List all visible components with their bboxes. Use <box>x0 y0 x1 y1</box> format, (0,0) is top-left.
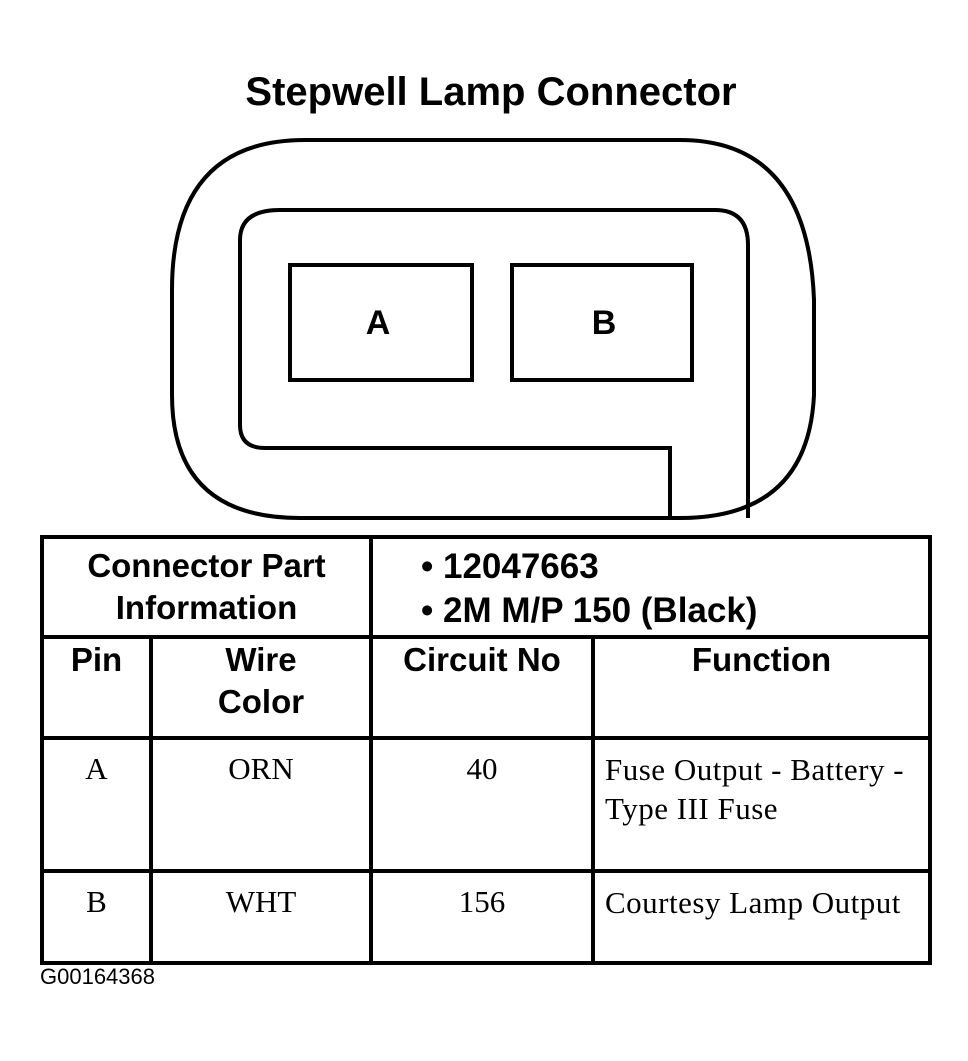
part-info-label-line1: Connector Part <box>87 547 326 584</box>
header-function: Function <box>591 635 932 740</box>
part-info-row: Connector Part Information • 12047663 • … <box>40 534 932 640</box>
row-b-wire-color: WHT <box>149 868 373 966</box>
row-a-function: Fuse Output - Battery - Type III Fuse <box>591 735 932 873</box>
part-info-label-cell: Connector Part Information <box>40 534 373 640</box>
connector-inner-shell <box>238 208 750 518</box>
header-circuit-no-label: Circuit No <box>403 641 561 679</box>
part-numbers-cell: • 12047663 • 2M M/P 150 (Black) <box>369 534 932 640</box>
connector-drawing: A B <box>170 138 816 520</box>
header-row: Pin Wire Color Circuit No Function <box>40 635 932 740</box>
table-row: B WHT 156 Courtesy Lamp Output <box>40 868 932 966</box>
part-number-1: • 12047663 <box>421 547 599 586</box>
row-a-circuit-no: 40 <box>369 735 595 873</box>
header-function-label: Function <box>691 641 832 679</box>
header-wire-color: Wire Color <box>149 635 373 740</box>
diagram-title: Stepwell Lamp Connector <box>245 70 737 114</box>
connector-outer-shell <box>170 138 816 520</box>
row-a-pin: A <box>40 735 153 873</box>
header-wire-color-line1: Wire <box>225 641 297 679</box>
connector-info-table: Connector Part Information • 12047663 • … <box>40 534 932 966</box>
part-number-2: • 2M M/P 150 (Black) <box>421 591 758 630</box>
table-row: A ORN 40 Fuse Output - Battery - Type II… <box>40 735 932 873</box>
header-pin-label: Pin <box>70 641 123 679</box>
header-circuit-no: Circuit No <box>369 635 595 740</box>
pin-label-a: A <box>366 304 391 342</box>
figure-id: G00164368 <box>40 964 155 989</box>
row-b-circuit-no: 156 <box>369 868 595 966</box>
header-wire-color-line2: Color <box>217 683 305 721</box>
row-b-function: Courtesy Lamp Output <box>591 868 932 966</box>
pin-label-b: B <box>592 304 617 342</box>
row-a-wire-color: ORN <box>149 735 373 873</box>
header-pin: Pin <box>40 635 153 740</box>
part-info-label-line2: Information <box>115 589 298 626</box>
pin-cavity-a <box>288 263 474 382</box>
pin-cavity-b <box>510 263 694 382</box>
row-b-pin: B <box>40 868 153 966</box>
